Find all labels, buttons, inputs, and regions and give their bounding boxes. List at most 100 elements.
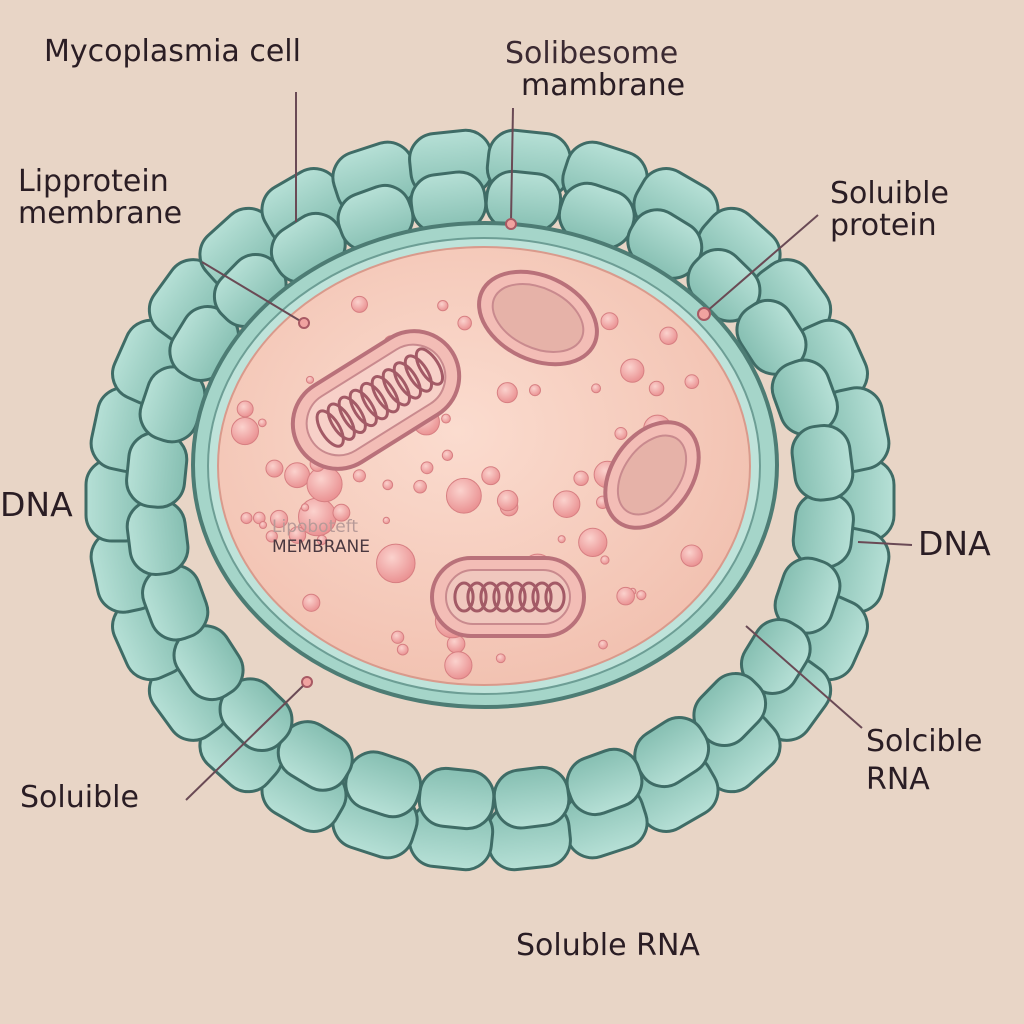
label-solcible-line2: RNA (866, 761, 930, 797)
vesicle (481, 466, 501, 486)
leader-dot-soluible (301, 676, 313, 688)
vesicle (636, 590, 647, 601)
vesicle (680, 544, 703, 567)
coil-loop (403, 354, 434, 393)
vesicle (437, 299, 449, 312)
label-dna-left: DNA (0, 485, 73, 524)
vesicle (288, 526, 307, 544)
vesicle (382, 516, 391, 525)
organelle-upper-oval (477, 269, 599, 367)
outer-lobe (790, 423, 855, 502)
outer-lobe (417, 766, 496, 831)
vesicle (441, 413, 451, 424)
coil-loop (466, 581, 488, 613)
coil-loop (414, 347, 445, 386)
label-soluible-protein-line1: Soluible (830, 176, 949, 211)
vesicle (441, 449, 454, 461)
label-mycoplasmia-cell: Mycoplasmia cell (44, 34, 301, 69)
vesicle (240, 512, 253, 525)
label-solibesome-line1: Solibesome (505, 36, 679, 71)
vesicle (552, 490, 581, 518)
label-soluible-left: Soluible (20, 780, 139, 815)
vesicle (269, 509, 289, 529)
leader-solibesome (510, 107, 514, 223)
leader-dot-lipprotein (298, 317, 310, 329)
vesicle (350, 295, 368, 313)
coil-loop (492, 581, 514, 613)
coil-loop (337, 395, 367, 434)
outer-lobe (791, 491, 855, 569)
vesicle (528, 384, 542, 397)
inner-label-line2: MEMBRANE (272, 536, 370, 557)
label-lipprotein-membrane: Lipprotein membrane (18, 166, 182, 229)
vesicle (259, 520, 268, 529)
vesicle (306, 466, 343, 503)
vesicle (620, 358, 645, 383)
vesicle (300, 503, 310, 512)
vesicle (396, 643, 409, 656)
label-soluible-protein: Soluible protein (830, 178, 949, 241)
outer-lobe (125, 431, 189, 509)
organelle-large-coiled (290, 329, 462, 471)
leader-dot-protein (697, 307, 711, 321)
vesicle (316, 534, 328, 546)
coil-loop (518, 581, 540, 613)
label-soluible-protein-line2: protein (830, 207, 937, 243)
vesicle (496, 489, 519, 512)
outer-lobe (125, 498, 190, 577)
label-dna-right: DNA (918, 524, 991, 563)
vesicle (376, 543, 416, 584)
coil-loop (531, 581, 553, 613)
vesicle (382, 479, 394, 491)
coil-loop (453, 581, 475, 613)
vesicle (457, 315, 472, 331)
vesicle (236, 400, 254, 418)
vesicle (495, 653, 506, 664)
vesicle (420, 461, 434, 475)
label-solibesome-membrane: Solibesome mambrane (505, 38, 685, 101)
leader-lipprotein (201, 261, 303, 323)
leader-lines (185, 92, 913, 801)
organelle-bottom-coiled (430, 556, 586, 638)
leader-solcible (745, 625, 863, 729)
vesicle (598, 639, 608, 650)
vesicle (257, 418, 267, 428)
label-lipprotein-line1: Lipprotein (18, 164, 169, 199)
coil-loop (479, 581, 501, 613)
vesicle (445, 477, 482, 514)
vesicle (600, 312, 619, 331)
vesicle (600, 555, 610, 565)
label-solcible-line1: Solcible (866, 724, 983, 759)
vesicle (614, 427, 628, 440)
vesicle (352, 469, 366, 483)
vesicle (413, 479, 427, 494)
vesicle (616, 586, 635, 606)
outer-lobe (492, 765, 571, 830)
organelle-right-oval (603, 420, 701, 530)
inner-label-line1: Lipoboteft (272, 517, 359, 537)
vesicle (648, 380, 665, 397)
vesicle (591, 383, 602, 394)
coil-loop (505, 581, 527, 613)
vesicle (557, 535, 566, 544)
vesicle (265, 459, 284, 478)
coil-loop (392, 361, 422, 400)
vesicle (265, 530, 278, 543)
vesicle (573, 470, 589, 486)
coil-loop (359, 381, 389, 421)
coil-loop (370, 375, 400, 414)
vesicle (684, 374, 700, 389)
label-solcible-rna: Solcible RNA (866, 726, 982, 795)
vesicle (578, 527, 608, 557)
vesicle (391, 630, 405, 644)
vesicle (332, 503, 351, 522)
leader-soluible-left (185, 682, 307, 801)
vesicle (305, 375, 315, 384)
vesicle (230, 417, 260, 446)
coil-loop (315, 409, 345, 448)
leader-soluible-protein (705, 214, 819, 313)
coil-loop (544, 581, 566, 613)
inner-label-membrane: Lipoboteft MEMBRANE (272, 517, 370, 557)
